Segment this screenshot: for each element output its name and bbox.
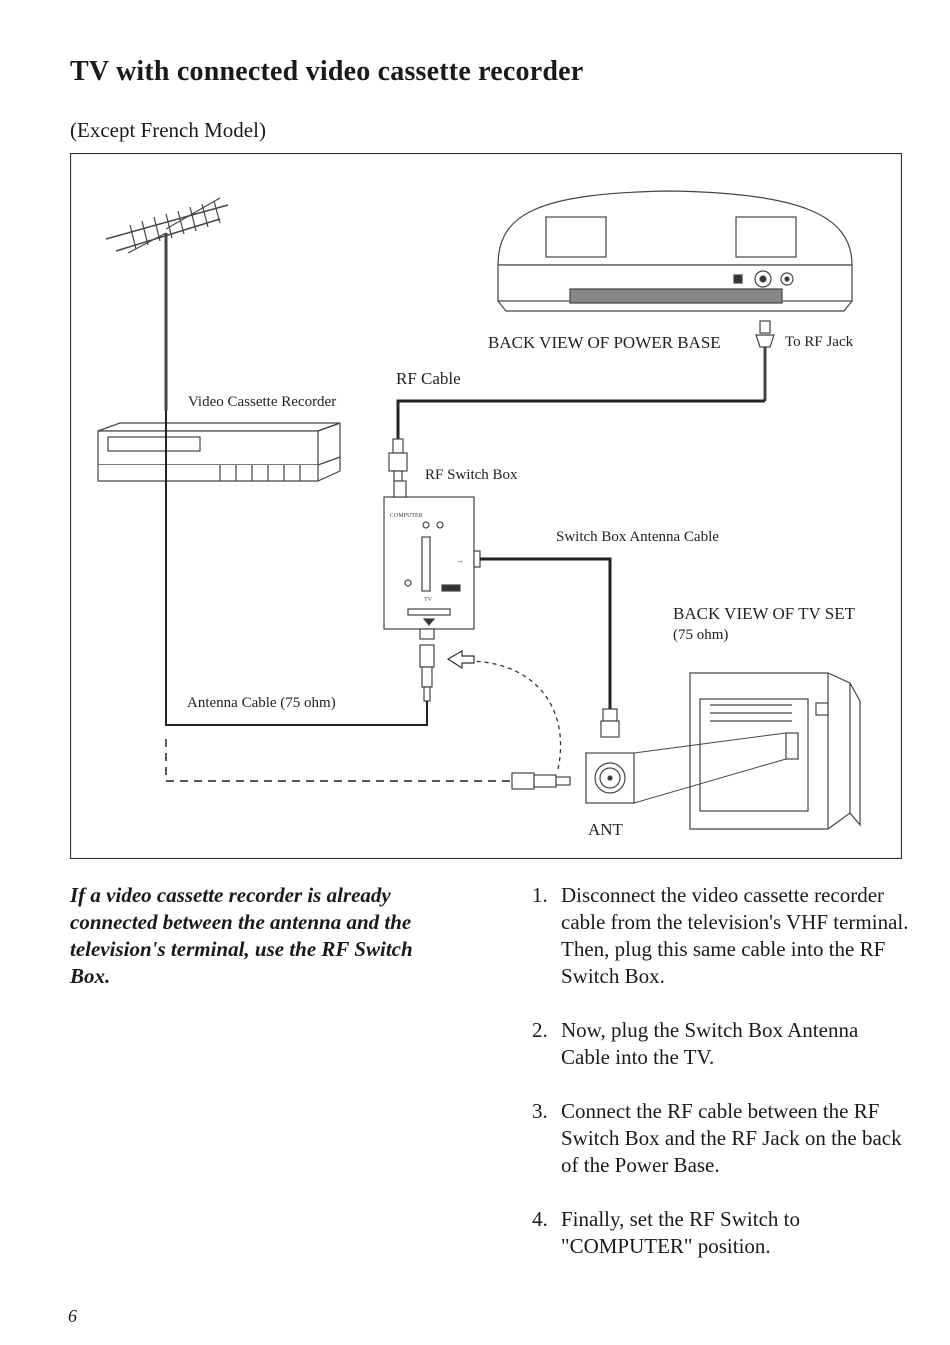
old-vcr-cable-dashed (165, 739, 510, 782)
old-cable-plug-icon (511, 772, 571, 790)
step-number: 3. (532, 1099, 548, 1123)
step-item: 4. Finally, set the RF Switch to "COMPUT… (532, 1206, 912, 1260)
connection-diagram: COMPUTER TV → (70, 153, 902, 859)
label-back-view-tv-set: BACK VIEW OF TV SET (673, 604, 855, 623)
antenna-icon (105, 197, 229, 411)
svg-text:COMPUTER: COMPUTER (390, 513, 423, 519)
rf-plug-icon (755, 320, 775, 401)
step-text: Disconnect the video cassette recorder c… (561, 883, 909, 988)
switch-box-antenna-cable (480, 557, 612, 709)
figure-subtitle: (Except French Model) (70, 118, 266, 142)
step-number: 4. (532, 1207, 548, 1231)
tv-set-icon (689, 672, 861, 830)
label-tv-75-ohm: (75 ohm) (673, 627, 729, 643)
antenna-cable-75ohm (165, 483, 428, 726)
rf-switch-box-icon: COMPUTER TV → (383, 480, 481, 640)
label-rf-cable: RF Cable (396, 369, 461, 388)
label-antenna-cable: Antenna Cable (75 ohm) (187, 695, 336, 711)
move-arrow-dashed (469, 660, 562, 770)
label-back-view-power-base: BACK VIEW OF POWER BASE (488, 333, 721, 352)
vcr-icon (97, 422, 341, 482)
tv-cable-plug-icon (600, 708, 620, 738)
step-number: 1. (532, 883, 548, 907)
instruction-steps: 1. Disconnect the video cassette recorde… (532, 882, 912, 1260)
page-title: TV with connected video cassette recorde… (70, 56, 584, 87)
diagram-drawing: COMPUTER TV → (70, 153, 902, 859)
switch-box-connector-icon (419, 644, 435, 702)
svg-text:TV: TV (424, 597, 433, 603)
page-number: 6 (68, 1306, 77, 1326)
vcr-note: If a video cassette recorder is already … (70, 883, 413, 988)
rf-cable (396, 399, 765, 439)
power-base-icon (497, 190, 853, 312)
arrow-left-icon (446, 649, 475, 670)
label-ant: ANT (588, 820, 623, 839)
svg-text:→: → (456, 556, 464, 565)
step-item: 2. Now, plug the Switch Box Antenna Cabl… (532, 1017, 912, 1071)
label-vcr: Video Cassette Recorder (188, 394, 337, 410)
step-number: 2. (532, 1018, 548, 1042)
label-rf-switch-box: RF Switch Box (425, 467, 518, 483)
step-text: Finally, set the RF Switch to "COMPUTER"… (561, 1207, 800, 1258)
ant-jack-icon (585, 752, 635, 804)
label-to-rf-jack: To RF Jack (785, 334, 854, 350)
label-switch-box-antenna-cable: Switch Box Antenna Cable (556, 529, 719, 545)
step-text: Now, plug the Switch Box Antenna Cable i… (561, 1018, 859, 1069)
step-item: 1. Disconnect the video cassette recorde… (532, 882, 912, 990)
step-item: 3. Connect the RF cable between the RF S… (532, 1098, 912, 1179)
step-text: Connect the RF cable between the RF Swit… (561, 1099, 902, 1177)
rf-cable-plug-icon (388, 438, 408, 482)
